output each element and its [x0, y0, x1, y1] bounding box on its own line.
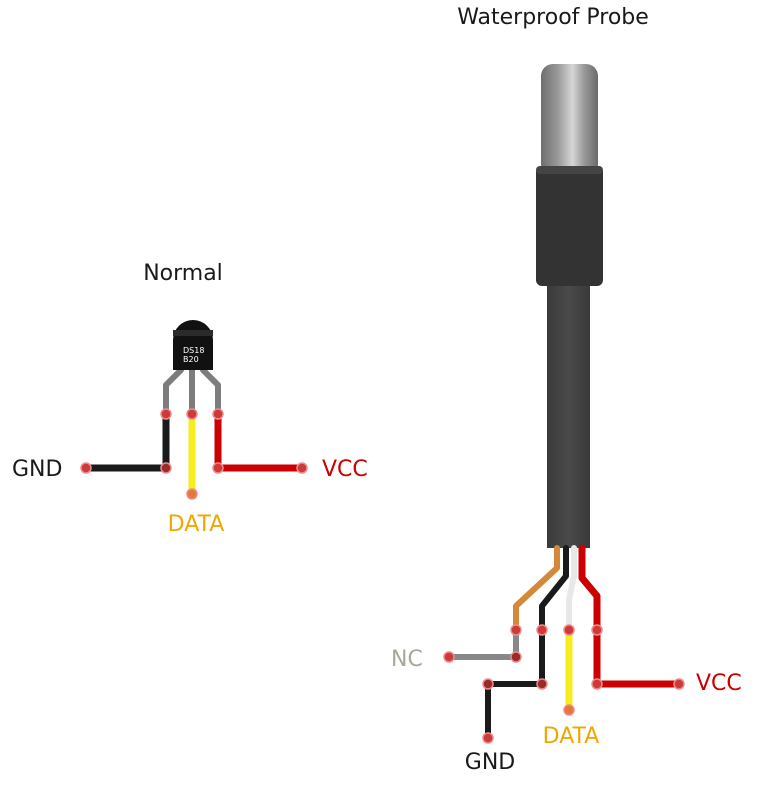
probe-gnd-label: GND — [465, 750, 515, 775]
probe-nc-label: NC — [391, 647, 423, 672]
probe-nc-wire-orange — [513, 545, 560, 633]
normal-vcc-wire — [214, 410, 306, 472]
probe-gnd-wire — [485, 545, 569, 741]
probe-vcc-label: VCC — [696, 671, 742, 696]
normal-title: Normal — [143, 261, 223, 286]
probe-data-label: DATA — [543, 724, 600, 749]
normal-data-label: DATA — [168, 512, 225, 537]
chip-marking-line1: DS18 — [183, 346, 204, 355]
ds18b20-chip: DS18 B20 — [173, 320, 213, 370]
probe-data-wire-white — [566, 545, 577, 633]
chip-legs — [163, 367, 221, 415]
waterproof-probe — [536, 64, 603, 548]
normal-vcc-label: VCC — [322, 457, 368, 482]
probe-vcc-wire — [578, 544, 683, 688]
probe-nc-wire — [446, 627, 519, 660]
chip-marking-line2: B20 — [183, 355, 199, 364]
probe-pads — [443, 624, 685, 744]
normal-gnd-wire — [82, 410, 170, 472]
normal-pads — [80, 408, 308, 500]
normal-gnd-label: GND — [12, 457, 62, 482]
probe-title: Waterproof Probe — [457, 5, 649, 30]
